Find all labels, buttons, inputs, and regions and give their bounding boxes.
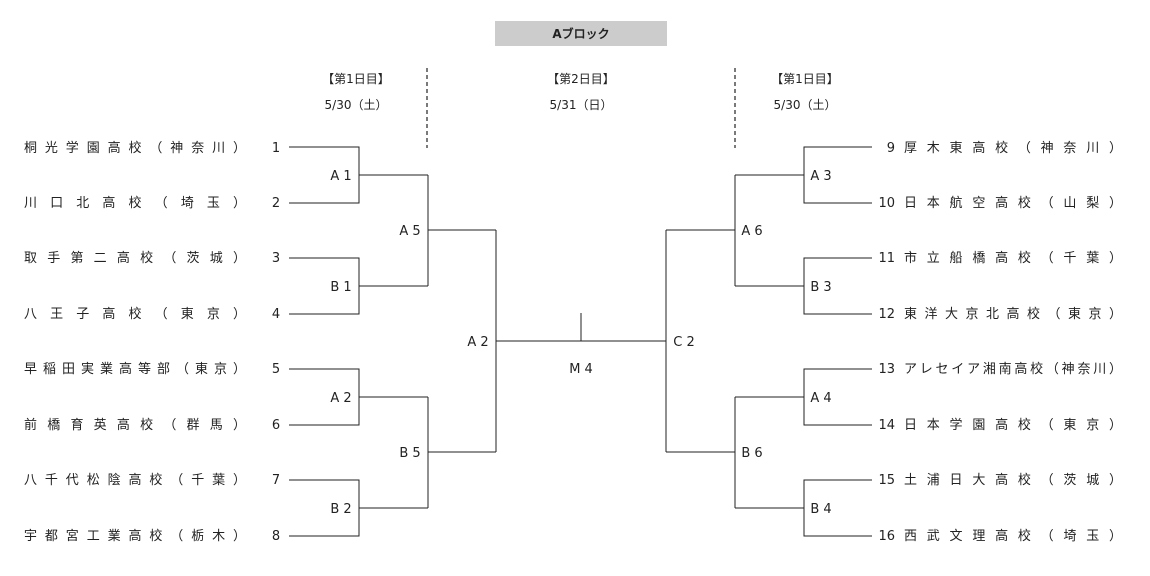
right-team-name: 市立船橋高校（千葉）	[904, 250, 1122, 266]
right-team-seed: 16	[878, 529, 895, 544]
match-label: A 2	[467, 335, 488, 350]
left-r2-connector	[427, 175, 496, 286]
left-team-seed: 6	[272, 418, 280, 433]
match-label: B 5	[399, 446, 420, 461]
right-team-name: 東洋大京北高校（東京）	[904, 306, 1122, 322]
left-team-seed: 3	[272, 251, 280, 266]
match-label: B 3	[810, 280, 831, 295]
left-team-name: 前橋育英高校（群馬）	[24, 417, 246, 433]
right-r2-connector	[666, 175, 736, 286]
right-team-seed: 12	[878, 307, 895, 322]
left-team-seed: 5	[272, 362, 280, 377]
left-team-name: 宇都宮工業高校（栃木）	[24, 528, 246, 544]
right-r1-connector	[735, 146, 872, 204]
match-label: A 1	[330, 169, 351, 184]
left-team-seed: 8	[272, 529, 280, 544]
left-team-seed: 4	[272, 307, 280, 322]
final-match-label: M 4	[569, 362, 593, 377]
left-team-seed: 1	[272, 141, 280, 156]
header-left-date: 5/30（土）	[325, 98, 388, 112]
match-label: A 4	[810, 391, 831, 406]
right-team-name: アレセイア湘南高校（神奈川）	[904, 361, 1122, 377]
header-left-day: 【第1日目】	[322, 72, 390, 86]
match-label: A 3	[810, 169, 831, 184]
right-team-name: 厚木東高校（神奈川）	[904, 140, 1122, 156]
right-r1-connector	[735, 257, 872, 315]
block-title-bg	[495, 21, 667, 46]
left-team-name: 八千代松陰高校（千葉）	[24, 472, 246, 488]
left-r2-connector	[427, 397, 496, 508]
right-team-seed: 10	[878, 196, 895, 211]
match-label: A 2	[330, 391, 351, 406]
left-team-name: 桐光学園高校（神奈川）	[24, 140, 246, 156]
right-team-name: 日本航空高校（山梨）	[904, 195, 1122, 211]
header-right-date: 5/30（土）	[774, 98, 837, 112]
right-team-seed: 15	[878, 473, 895, 488]
left-r1-connector	[289, 257, 428, 315]
right-r3-connector	[581, 230, 667, 452]
match-label: B 4	[810, 502, 831, 517]
header-center-day: 【第2日目】	[547, 72, 615, 86]
right-r1-connector	[735, 368, 872, 426]
header-right-day: 【第1日目】	[771, 72, 839, 86]
left-r1-connector	[289, 479, 428, 537]
match-label: B 1	[330, 280, 351, 295]
match-label: B 6	[741, 446, 762, 461]
left-team-seed: 2	[272, 196, 280, 211]
right-team-seed: 11	[878, 251, 895, 266]
left-team-seed: 7	[272, 473, 280, 488]
match-label: A 6	[741, 224, 762, 239]
match-label: C 2	[673, 335, 694, 350]
right-team-name: 日本学園高校（東京）	[904, 417, 1122, 433]
right-team-seed: 14	[878, 418, 895, 433]
left-r1-connector	[289, 146, 428, 204]
left-team-name: 早稲田実業高等部（東京）	[24, 361, 246, 377]
match-label: A 5	[399, 224, 420, 239]
left-team-name: 川口北高校（埼玉）	[24, 195, 246, 211]
left-team-name: 八王子高校（東京）	[24, 306, 246, 322]
match-label: B 2	[330, 502, 351, 517]
right-team-name: 土浦日大高校（茨城）	[904, 472, 1122, 488]
left-r3-connector	[495, 230, 581, 452]
right-team-name: 西武文理高校（埼玉）	[904, 528, 1122, 544]
left-r1-connector	[289, 368, 428, 426]
right-team-seed: 9	[887, 141, 895, 156]
right-team-seed: 13	[878, 362, 895, 377]
left-team-name: 取手第二高校（茨城）	[24, 250, 246, 266]
header-center-date: 5/31（日）	[550, 98, 613, 112]
right-r2-connector	[666, 397, 736, 508]
right-r1-connector	[735, 479, 872, 537]
block-title: Aブロック	[552, 26, 609, 41]
